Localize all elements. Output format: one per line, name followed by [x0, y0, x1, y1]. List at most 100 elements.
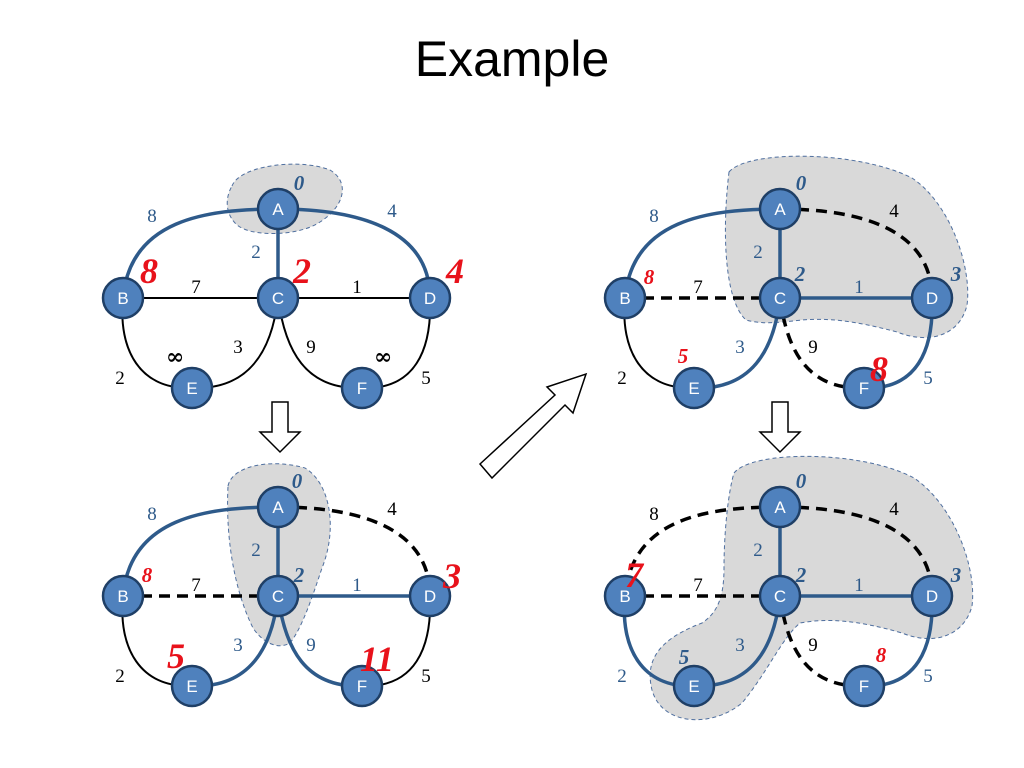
node-circle	[101, 276, 145, 320]
node-circle	[256, 574, 300, 618]
page-title: Example	[414, 31, 610, 87]
node-f: F	[842, 664, 886, 708]
edge-weight-cf: 9	[306, 337, 316, 358]
distance-d: 3	[442, 556, 461, 596]
node-circle	[910, 574, 954, 618]
node-label: B	[117, 289, 128, 308]
node-circle	[758, 485, 802, 529]
edge-ab	[121, 207, 279, 299]
node-label: B	[619, 289, 630, 308]
node-f: F	[340, 664, 384, 708]
edge-weight-bc: 7	[191, 277, 201, 298]
node-circle	[170, 366, 214, 410]
node-label: C	[774, 289, 786, 308]
edge-weight-ad: 4	[387, 499, 397, 520]
node-label: D	[424, 289, 436, 308]
transition-arrows	[258, 372, 802, 480]
node-label: F	[357, 379, 367, 398]
node-circle	[408, 276, 452, 320]
node-circle	[910, 276, 954, 320]
edge-weight-ac: 2	[251, 540, 261, 561]
edge-weight-be: 2	[115, 666, 125, 687]
node-circle	[408, 574, 452, 618]
node-circle	[256, 187, 300, 231]
distance-a: 0	[796, 469, 807, 493]
node-d: D	[408, 276, 452, 320]
edge-weight-fd: 5	[421, 368, 431, 389]
distance-e: 5	[679, 645, 690, 669]
edge-weight-be: 2	[115, 368, 125, 389]
node-circle	[842, 366, 886, 410]
edge-weight-fd: 5	[923, 368, 933, 389]
edge-weight-ad: 4	[889, 201, 899, 222]
node-label: D	[926, 587, 938, 606]
edge-weight-ab: 8	[649, 206, 659, 227]
node-b: B	[603, 574, 647, 618]
distance-f: 8	[870, 349, 888, 389]
down-arrow-left-icon	[258, 401, 302, 454]
edge-weight-cf: 9	[808, 337, 818, 358]
distance-e: 5	[678, 344, 689, 368]
node-label: C	[272, 587, 284, 606]
distance-d: 4	[445, 251, 464, 291]
edge-ad	[779, 505, 934, 597]
node-label: E	[688, 379, 699, 398]
node-f: F	[340, 366, 384, 410]
distance-d: 3	[950, 563, 962, 587]
node-d: D	[910, 574, 954, 618]
node-label: C	[774, 587, 786, 606]
node-a: A	[758, 187, 802, 231]
edge-weight-ac: 2	[753, 242, 763, 263]
node-label: F	[859, 379, 869, 398]
node-label: D	[926, 289, 938, 308]
edge-weight-cd: 1	[854, 277, 864, 298]
node-label: C	[272, 289, 284, 308]
edge-weight-ad: 4	[387, 201, 397, 222]
node-b: B	[101, 574, 145, 618]
distance-b: 8	[140, 251, 158, 291]
distance-b: 8	[142, 563, 153, 587]
node-label: B	[619, 587, 630, 606]
node-circle	[758, 187, 802, 231]
node-circle	[256, 276, 300, 320]
edge-ad	[779, 207, 934, 299]
edge-weight-ac: 2	[753, 540, 763, 561]
distance-f: 8	[876, 643, 887, 667]
distance-f: 11	[360, 639, 394, 679]
node-f: F	[842, 366, 886, 410]
distance-f: ∞	[374, 344, 392, 370]
distance-e: ∞	[166, 344, 184, 370]
node-b: B	[101, 276, 145, 320]
edge-weight-cd: 1	[352, 575, 362, 596]
distance-a: 0	[294, 171, 305, 195]
node-circle	[170, 664, 214, 708]
node-circle	[842, 664, 886, 708]
edge-ad	[277, 207, 432, 299]
node-e: E	[170, 366, 214, 410]
node-label: A	[272, 200, 284, 219]
distance-b: 7	[625, 555, 645, 595]
node-a: A	[256, 485, 300, 529]
node-e: E	[170, 664, 214, 708]
node-e: E	[672, 366, 716, 410]
edge-ab	[623, 207, 781, 299]
node-label: E	[186, 677, 197, 696]
node-e: E	[672, 664, 716, 708]
node-c: C	[758, 276, 802, 320]
node-c: C	[758, 574, 802, 618]
edge-weight-ab: 8	[147, 206, 157, 227]
node-circle	[758, 574, 802, 618]
node-c: C	[256, 276, 300, 320]
distance-b: 8	[644, 265, 655, 289]
node-circle	[603, 276, 647, 320]
distance-c: 2	[794, 262, 806, 286]
edge-weight-bc: 7	[693, 277, 703, 298]
node-label: B	[117, 587, 128, 606]
node-d: D	[910, 276, 954, 320]
node-circle	[340, 366, 384, 410]
